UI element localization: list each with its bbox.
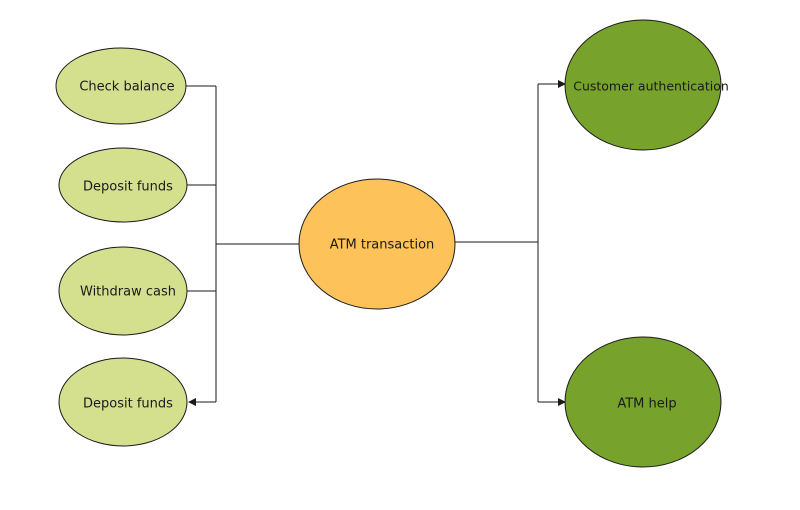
node-deposit-funds-1-shape [58, 147, 188, 223]
node-customer-authentication: Customer authentication [564, 19, 729, 151]
node-deposit-funds-1-label: Deposit funds [83, 180, 173, 195]
node-withdraw-cash-shape [58, 246, 188, 336]
node-check-balance: Check balance [55, 47, 187, 125]
node-deposit-funds-2-shape [58, 357, 188, 447]
node-atm-help: ATM help [564, 336, 722, 468]
node-atm-transaction: ATM transaction [298, 178, 456, 310]
left-connectors [186, 85, 300, 406]
node-atm-transaction-shape [298, 178, 456, 310]
node-customer-authentication-shape [564, 19, 722, 151]
node-atm-transaction-label: ATM transaction [330, 238, 435, 253]
node-deposit-funds-2: Deposit funds [58, 357, 188, 447]
node-deposit-funds-2-label: Deposit funds [83, 397, 173, 412]
node-customer-authentication-label: Customer authentication [573, 79, 729, 94]
node-atm-help-shape [564, 336, 722, 468]
node-withdraw-cash-label: Withdraw cash [80, 285, 176, 300]
node-atm-help-label: ATM help [617, 397, 676, 412]
node-withdraw-cash: Withdraw cash [58, 246, 188, 336]
node-deposit-funds-1: Deposit funds [58, 147, 188, 223]
node-check-balance-shape [55, 47, 187, 125]
node-check-balance-label: Check balance [79, 80, 174, 95]
right-connectors [455, 80, 566, 406]
